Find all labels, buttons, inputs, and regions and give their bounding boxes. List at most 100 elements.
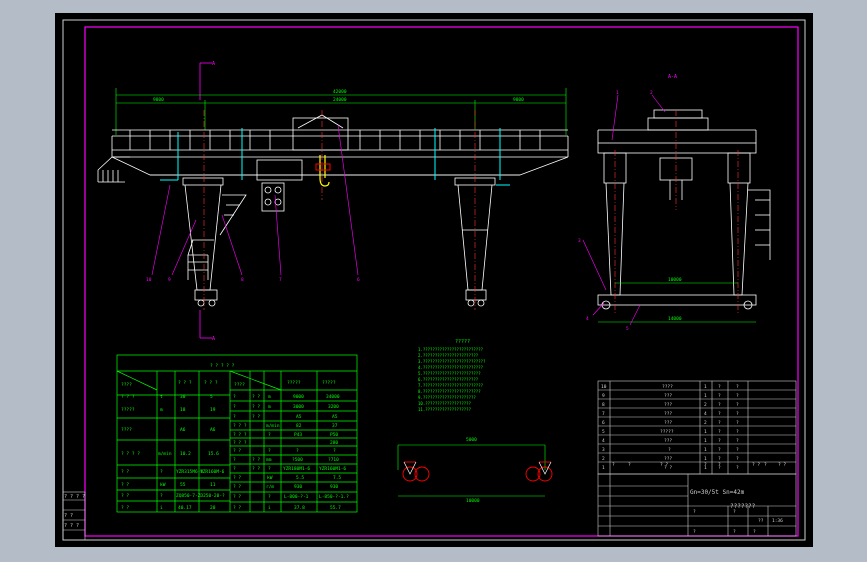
params-cell: ? ? — [233, 475, 241, 481]
note-line: 5.???????????????????????? — [418, 371, 481, 376]
parts-header: ? — [718, 462, 721, 468]
params-cell: t — [160, 394, 163, 400]
params-cell: ? — [160, 493, 163, 499]
side-label-2: ? ? — [64, 513, 73, 519]
part-note: ? — [736, 447, 739, 453]
part-note: ? — [736, 411, 739, 417]
part-name: ???? — [662, 384, 673, 390]
front-leader-10: 10 — [146, 277, 152, 283]
part-no: 5 — [602, 429, 605, 435]
side-leader-4: 4 — [586, 316, 589, 322]
part-name: ??? — [664, 420, 672, 426]
params-cell: ? ? — [252, 457, 260, 463]
params-cell: r/m — [266, 484, 274, 490]
params-cell: 3000 — [293, 404, 304, 410]
front-elevation[interactable]: A A 42000 9800 24000 9800 — [97, 61, 569, 342]
params-cell: 82 — [296, 423, 302, 429]
front-leader-7: 7 — [279, 277, 282, 283]
side-dim-lines — [598, 282, 756, 323]
params-cell: ? ? — [233, 448, 241, 454]
sheet-frame — [62, 19, 806, 541]
part-mat: ? — [718, 429, 721, 435]
parts-header: ? — [704, 462, 707, 468]
params-cell: 15.6 — [208, 451, 219, 457]
part-no: 1 — [602, 465, 605, 471]
parts-header: ? ? — [778, 462, 786, 468]
params-cell: ? ? ? — [233, 440, 247, 446]
side-leader-3: 3 — [578, 238, 581, 244]
params-cell: ? ? — [252, 466, 260, 472]
part-qty: 2 — [704, 420, 707, 426]
cyan-details — [160, 128, 510, 186]
hook-icon — [319, 155, 330, 187]
part-note: ? — [736, 456, 739, 462]
params-cell: ? — [160, 469, 163, 475]
params-cell: 37.8 — [294, 505, 305, 511]
params-cell: i — [268, 505, 271, 511]
params-cell: ? — [268, 432, 271, 438]
params-cell: i — [160, 505, 163, 511]
note-line: 3.?????????????????????????? — [418, 359, 486, 364]
side-base-dim: 14000 — [668, 316, 682, 322]
span-dim: 24000 — [333, 97, 347, 103]
params-cell: ? ? ? ? — [121, 451, 140, 457]
part-mat: ? — [718, 438, 721, 444]
params-cell: m/min — [158, 451, 172, 457]
params-cell: ? — [268, 494, 271, 500]
technical-notes: ????? 1.????????????????????????? 2.????… — [418, 339, 486, 412]
part-no: 2 — [602, 456, 605, 462]
side-leader-1: 1 — [616, 90, 619, 96]
side-label-1: ? ? ? ? — [64, 494, 85, 500]
part-qty: 1 — [704, 456, 707, 462]
parameters-table[interactable]: ? ? ? ? ? ???? ? ? ? ? ? ? ???? ????? ??… — [116, 354, 358, 513]
params-cell: 930 — [294, 484, 302, 490]
params-cell: ? ? — [121, 505, 129, 511]
params-cell: 5.5 — [296, 475, 304, 481]
part-no: 6 — [602, 420, 605, 426]
params-cell: 55 — [180, 482, 186, 488]
side-leader-2: 2 — [650, 90, 653, 96]
params-col-head: ???? — [234, 382, 245, 388]
part-qty: 1 — [704, 465, 707, 471]
params-cell: ? — [296, 448, 299, 454]
params-cell: 930 — [330, 484, 338, 490]
params-cell: 34000 — [326, 394, 340, 400]
part-name: ??? — [664, 438, 672, 444]
part-qty: 2 — [704, 402, 707, 408]
title-main: Gn=30/5t Sn=42m — [690, 489, 745, 496]
note-line: 9.?????????????????????? — [418, 395, 476, 400]
drawing-canvas — [55, 13, 813, 547]
scale-value: 1:36 — [772, 518, 783, 524]
params-cell: A5 — [296, 414, 302, 420]
part-note: ? — [736, 429, 739, 435]
note-line: 6.??????????????????????? — [418, 377, 479, 382]
side-leader-lines — [582, 94, 666, 326]
params-cell: ? ? — [233, 484, 241, 490]
params-cell: A6 — [210, 427, 216, 433]
title-block[interactable]: Gn=30/5t Sn=42m ??????? ?? 1:36 ? ? ? ? … — [597, 473, 797, 537]
params-cell: ? ? — [233, 505, 241, 511]
params-cell: ? ? — [252, 414, 260, 420]
left-cantilever-dim: 9800 — [153, 97, 164, 103]
side-elevation[interactable]: A-A — [578, 74, 771, 332]
params-cell: A6 — [180, 427, 186, 433]
side-margin-block: ? ? ? ? ? ? ? ? ? — [62, 491, 86, 541]
parts-list[interactable]: 10 ???? 1 ? ? 9 ??? 1 ? ? 8 ??? 2 ? ? 7 … — [597, 380, 797, 475]
part-mat: ? — [718, 465, 721, 471]
wheel-span-dim: 5000 — [466, 437, 477, 443]
params-cell: ? ? — [252, 394, 260, 400]
params-cell: 7.5 — [333, 475, 341, 481]
right-cantilever-dim: 9800 — [513, 97, 524, 103]
leader-lines — [151, 124, 359, 276]
params-col-head: ????? — [322, 380, 336, 386]
params-cell: 30 — [180, 394, 186, 400]
params-cell: A5 — [332, 414, 338, 420]
part-mat: ? — [718, 447, 721, 453]
dimension-lines — [115, 88, 567, 135]
params-cell: ? — [233, 414, 236, 420]
part-note: ? — [736, 438, 739, 444]
params-cell: ? — [233, 466, 236, 472]
params-col-head: ????? — [287, 380, 301, 386]
part-mat: ? — [718, 411, 721, 417]
